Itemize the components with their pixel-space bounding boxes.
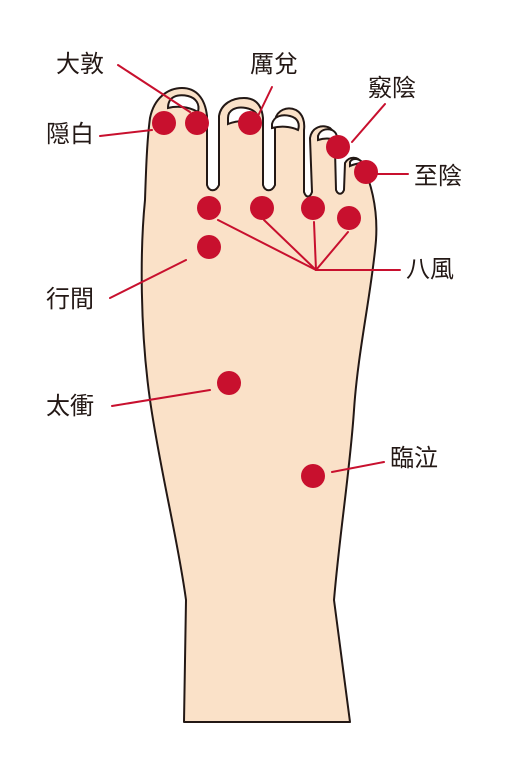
acupoint-rinkyu: [301, 464, 325, 488]
leader-reida: [257, 86, 273, 117]
acupoint-shiin: [354, 160, 378, 184]
leader-inpaku: [99, 129, 153, 137]
third-toe-nail: [271, 114, 300, 132]
leader-hachifu-3: [313, 221, 317, 271]
leader-hachifu-2: [263, 219, 317, 271]
foot-silhouette: [140, 87, 378, 723]
label-hachifu: 八風: [406, 255, 454, 283]
acupoint-taisho: [217, 371, 241, 395]
label-inpaku: 隠白: [46, 120, 94, 148]
acupoint-hachifu-3: [301, 196, 325, 220]
acupoint-kyoin: [326, 135, 350, 159]
leader-kokan: [109, 259, 187, 299]
acupoint-inpaku: [152, 111, 176, 135]
acupoint-hachifu-1: [197, 196, 221, 220]
acupoint-hachifu-2: [250, 196, 274, 220]
label-kokan: 行間: [46, 285, 94, 313]
label-rinkyu: 臨泣: [390, 444, 438, 472]
acupoint-kokan: [197, 235, 221, 259]
label-daton: 大敦: [56, 50, 104, 78]
leader-hachifu-4: [315, 231, 349, 271]
acupoint-hachifu-4: [337, 206, 361, 230]
label-reida: 厲兌: [250, 50, 298, 78]
leader-taisho: [111, 389, 211, 407]
label-taisho: 太衝: [46, 392, 94, 420]
leader-daton: [117, 64, 191, 113]
leader-hachifu-1: [217, 219, 317, 271]
leader-kyoin: [351, 103, 386, 143]
label-shiin: 至陰: [414, 162, 462, 190]
label-kyoin: 竅陰: [368, 74, 416, 102]
leader-rinkyu: [331, 461, 385, 473]
acupoint-daton: [185, 111, 209, 135]
acupoint-reida: [238, 111, 262, 135]
